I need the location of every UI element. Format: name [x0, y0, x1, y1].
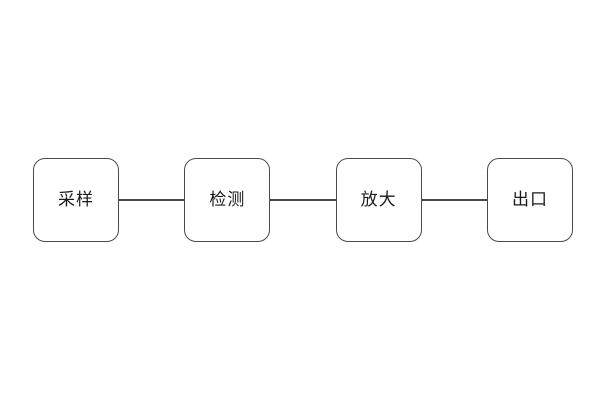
flow-node-label: 采样 — [58, 189, 94, 210]
flow-node-label: 放大 — [360, 189, 397, 210]
flowchart: 采样 检测 放大 出口 — [33, 158, 573, 242]
flow-node-label: 检测 — [209, 189, 246, 210]
flow-node-outlet: 出口 — [486, 158, 573, 242]
flow-node-amplification: 放大 — [335, 158, 422, 242]
flow-node-label: 出口 — [511, 189, 548, 210]
connector-line — [119, 199, 185, 201]
connector-line — [270, 199, 336, 201]
flow-node-sampling: 采样 — [33, 158, 119, 242]
connector-line — [421, 199, 487, 201]
flow-node-detection: 检测 — [184, 158, 271, 242]
